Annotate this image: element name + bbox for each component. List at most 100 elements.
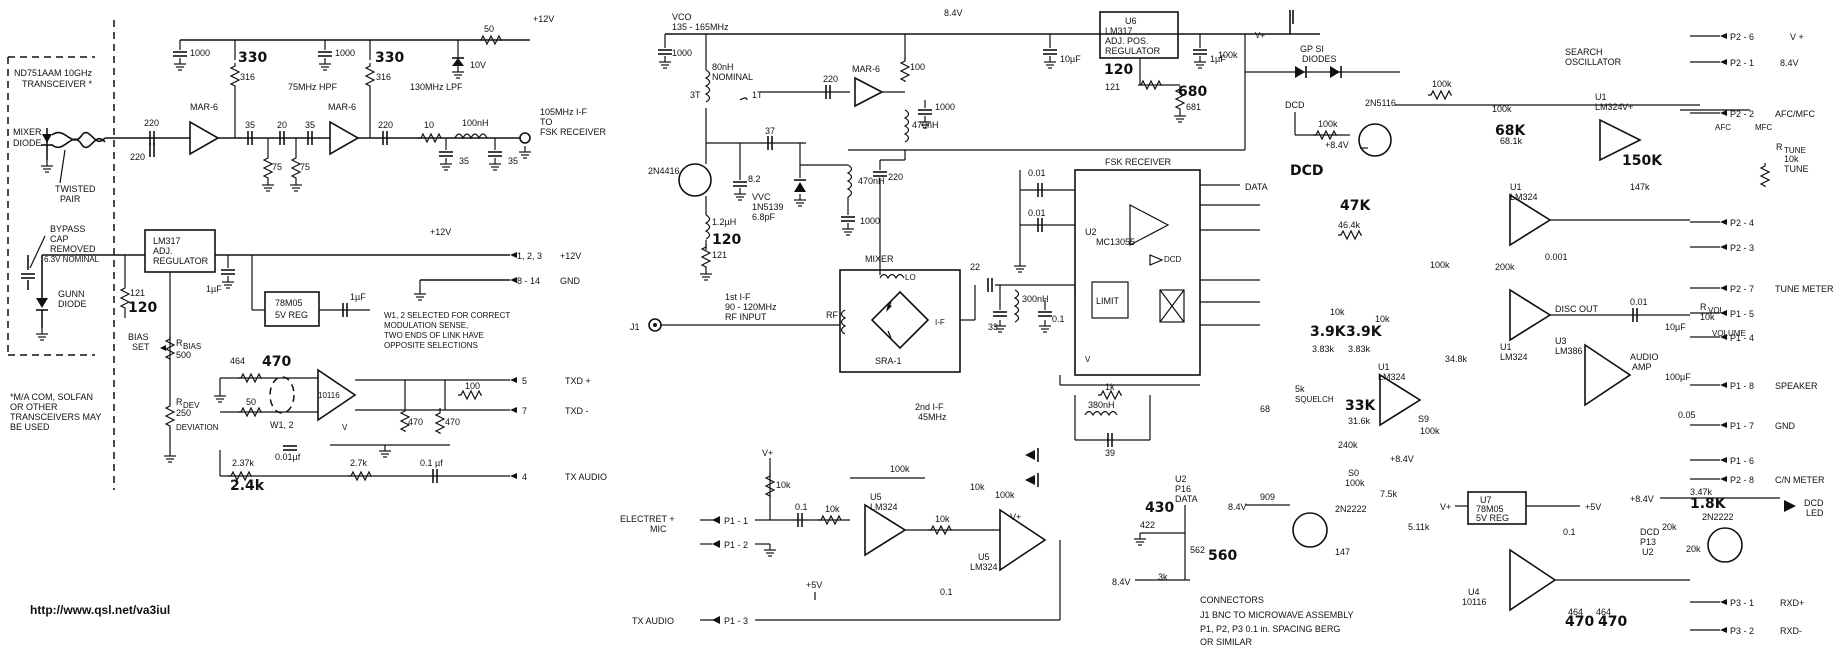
twisted-pair [51, 131, 106, 142]
svg-text:0.1: 0.1 [795, 502, 808, 512]
svg-text:LM324: LM324 [970, 562, 998, 572]
svg-text:AMP: AMP [1632, 362, 1652, 372]
svg-text:7.5k: 7.5k [1380, 489, 1398, 499]
u3-lm386-audio-amp [1584, 343, 1632, 407]
svg-text:150K: 150K [1622, 153, 1663, 169]
svg-text:DEVIATION: DEVIATION [176, 423, 219, 432]
dcd-handwritten: DCD [1290, 163, 1324, 179]
svg-text:10V: 10V [470, 60, 486, 70]
sra1-mixer [839, 269, 961, 373]
svg-text:1000: 1000 [672, 48, 692, 58]
svg-text:10k: 10k [1700, 312, 1715, 322]
svg-text:J1: J1 [630, 322, 640, 332]
svg-text:10k: 10k [935, 514, 950, 524]
svg-text:5k: 5k [1295, 384, 1305, 394]
svg-text:464: 464 [230, 356, 245, 366]
svg-text:CAP: CAP [50, 234, 69, 244]
svg-text:+12V: +12V [430, 227, 451, 237]
svg-text:46.4k: 46.4k [1338, 220, 1361, 230]
u1-squelch-opamp [1379, 373, 1422, 427]
svg-text:OR OTHER: OR OTHER [10, 402, 58, 412]
svg-text:2N2222: 2N2222 [1702, 512, 1734, 522]
svg-text:LM317: LM317 [1105, 26, 1133, 36]
gp-si-diode-1 [1295, 66, 1305, 78]
search-oscillator-label: SEARCH [1565, 47, 1603, 57]
svg-text:1000: 1000 [860, 216, 880, 226]
2n2222-level-shift [1292, 512, 1328, 548]
svg-text:562: 562 [1190, 545, 1205, 555]
svg-text:68.1k: 68.1k [1500, 136, 1523, 146]
svg-text:1000: 1000 [935, 102, 955, 112]
u2-mc13055-fsk-receiver [1074, 169, 1201, 376]
rxd-minus-label: RXD- [1780, 626, 1802, 636]
svg-text:470: 470 [1565, 614, 1594, 630]
svg-text:8.4V: 8.4V [1228, 502, 1247, 512]
svg-text:1000: 1000 [190, 48, 210, 58]
svg-text:P1 - 2: P1 - 2 [724, 540, 748, 550]
u6-regulator [1099, 11, 1179, 59]
svg-text:100k: 100k [1345, 478, 1365, 488]
data-label: DATA [1245, 182, 1268, 192]
svg-text:OSCILLATOR: OSCILLATOR [1565, 57, 1622, 67]
svg-text:I-F: I-F [935, 318, 945, 327]
svg-text:316: 316 [240, 72, 255, 82]
vco-label: VCO [672, 12, 692, 22]
svg-text:DATA: DATA [1175, 494, 1198, 504]
2n2222-led-driver [1707, 527, 1743, 563]
svg-text:AFC: AFC [1715, 123, 1731, 132]
p1-4-label: P1 - 4 [1730, 333, 1754, 343]
svg-text:U4: U4 [1468, 587, 1480, 597]
p2-8-label: P2 - 8 [1730, 475, 1754, 485]
mixer-label: MIXER [865, 254, 894, 264]
svg-text:50: 50 [246, 397, 256, 407]
svg-text:1, 2, 3: 1, 2, 3 [517, 251, 542, 261]
svg-text:330: 330 [375, 50, 404, 66]
svg-text:100µF: 100µF [1665, 372, 1691, 382]
connectors-note: CONNECTORS [1200, 595, 1264, 605]
svg-text:1.8K: 1.8K [1690, 496, 1727, 512]
svg-text:100: 100 [465, 381, 480, 391]
gunn-diode-icon [36, 298, 48, 308]
p3-1-label: P3 - 1 [1730, 598, 1754, 608]
svg-text:DEV: DEV [183, 401, 200, 410]
svg-text:MFC: MFC [1755, 123, 1773, 132]
dcd-led-label: DCD [1804, 498, 1824, 508]
2n4416-jfet [678, 163, 712, 197]
svg-text:430: 430 [1145, 500, 1174, 516]
svg-text:121: 121 [130, 288, 145, 298]
mar6-amp-vco [854, 76, 884, 108]
p1-6-label: P1 - 6 [1730, 456, 1754, 466]
u1-opamp-disc [1509, 288, 1552, 342]
u1-opamp-mid [1509, 193, 1552, 247]
svg-text:6.3V NOMINAL: 6.3V NOMINAL [44, 255, 100, 264]
svg-text:5.11k: 5.11k [1408, 522, 1430, 532]
svg-text:V+: V+ [1622, 102, 1633, 112]
gp-si-diode-2 [1330, 66, 1340, 78]
svg-text:68K: 68K [1495, 123, 1526, 139]
svg-text:VVC: VVC [752, 192, 771, 202]
footnote: *M/A COM, SOLFAN [10, 392, 93, 402]
mar6-label-2: MAR-6 [328, 102, 356, 112]
svg-text:100k: 100k [1432, 79, 1452, 89]
svg-text:DCD: DCD [1164, 255, 1182, 264]
u5-tx-audio-amp [999, 508, 1047, 572]
svg-text:47K: 47K [1340, 198, 1371, 214]
svg-text:LO: LO [905, 273, 916, 282]
detector-block [1159, 289, 1185, 323]
svg-text:TO: TO [540, 117, 552, 127]
svg-text:0.05: 0.05 [1678, 410, 1696, 420]
svg-text:100k: 100k [1430, 260, 1450, 270]
svg-text:8.4V: 8.4V [1780, 58, 1799, 68]
svg-text:3.9K: 3.9K [1310, 324, 1347, 340]
svg-text:470: 470 [445, 417, 460, 427]
svg-text:1k: 1k [1105, 382, 1115, 392]
mixer-diode-label: MIXER [13, 127, 42, 137]
fsk-receiver-label: FSK RECEIVER [1105, 157, 1172, 167]
svg-text:2.37k: 2.37k [232, 458, 255, 468]
svg-text:35: 35 [508, 156, 518, 166]
svg-text:GND: GND [1775, 421, 1796, 431]
svg-text:10µF: 10µF [1665, 322, 1686, 332]
svg-text:100k: 100k [1218, 50, 1238, 60]
svg-text:316: 316 [376, 72, 391, 82]
svg-text:35: 35 [459, 156, 469, 166]
